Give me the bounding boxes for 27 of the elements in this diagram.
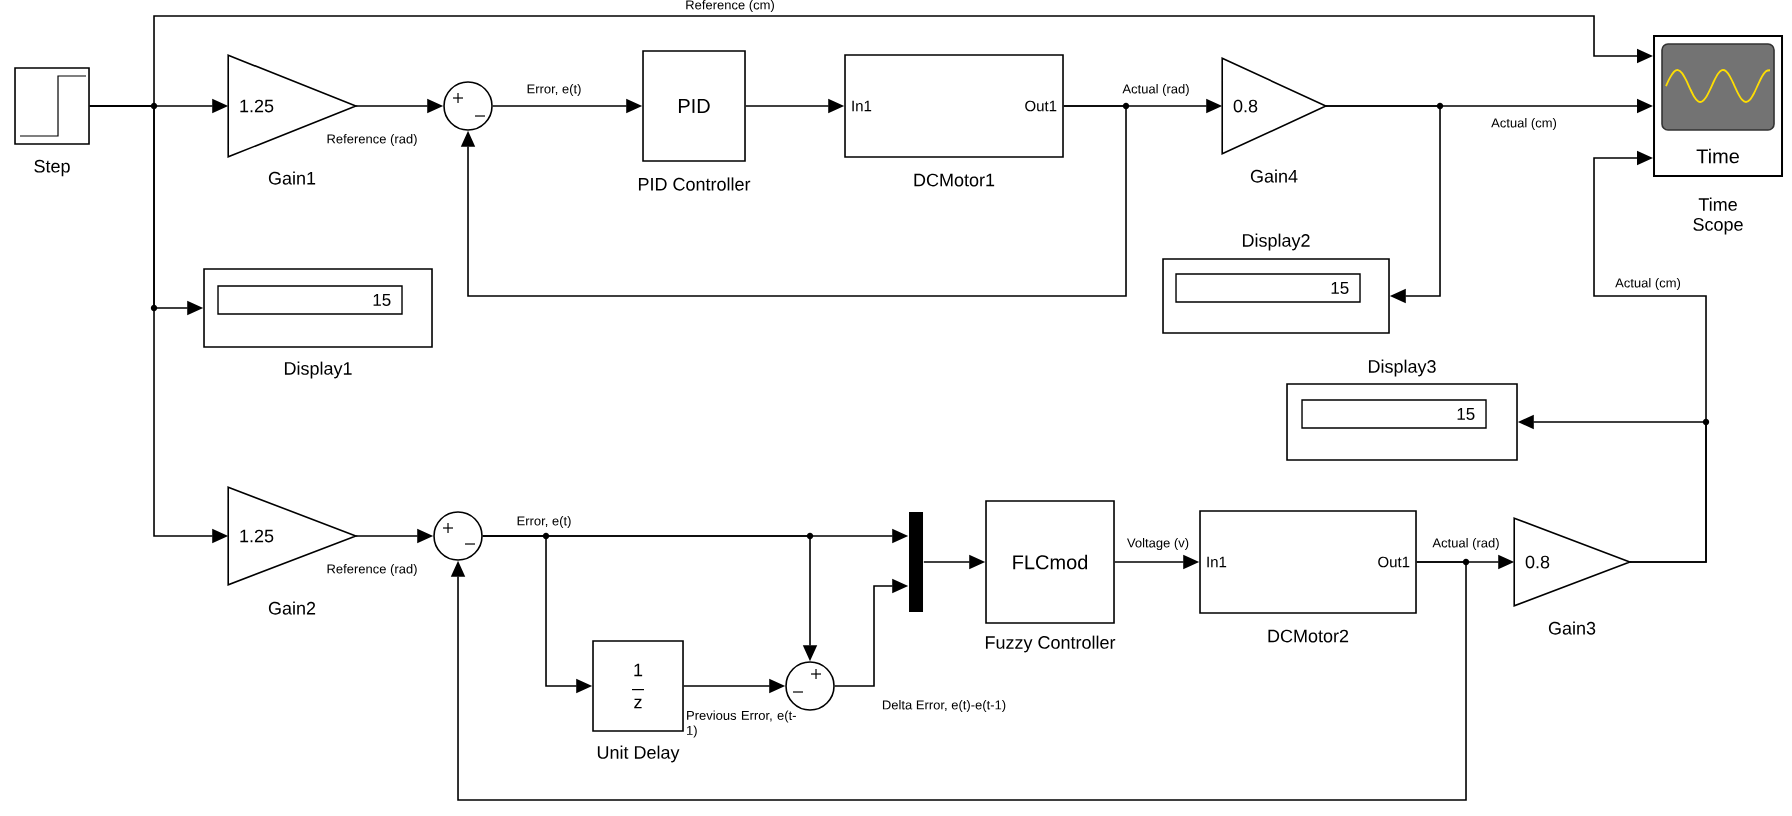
display-block: 15	[1286, 383, 1518, 461]
display-block: 15	[1162, 258, 1390, 334]
block-label: Display2	[1243, 233, 1310, 251]
block-label: Time Scope	[1693, 197, 1743, 235]
block-label: Display1	[284, 361, 352, 379]
block-label: Unit Delay	[597, 745, 680, 763]
signal-arrow	[460, 105, 1127, 297]
block-label: Gain2	[268, 601, 316, 615]
sum-circle	[443, 81, 493, 131]
scope-block: Time	[1653, 35, 1783, 177]
block-label: DCMotor2	[1268, 629, 1349, 643]
controller-block: PID	[642, 50, 746, 162]
block-label: DCMotor1	[914, 173, 995, 187]
block-label: Gain1	[268, 171, 316, 185]
display-block: 15	[203, 268, 433, 348]
block-label: PID Controller	[638, 177, 751, 191]
controller-block: FLCmod	[985, 500, 1115, 624]
sum-circle	[433, 511, 483, 561]
signal-arrow	[1325, 105, 1441, 304]
block-label: Fuzzy Controller	[985, 635, 1116, 653]
block-label: Gain4	[1250, 169, 1298, 183]
block-label: Gain3	[1548, 621, 1596, 635]
block-label: Display3	[1368, 359, 1436, 377]
delay-block: 1 z	[592, 640, 684, 732]
gain-triangle: 0.8	[1513, 517, 1633, 607]
block-label: Step	[34, 159, 70, 177]
sum-circle	[785, 661, 835, 711]
